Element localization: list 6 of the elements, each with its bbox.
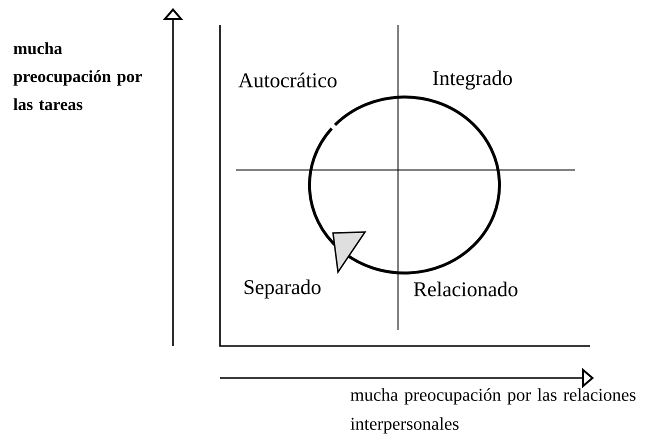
quadrant-label: Separado [244,279,321,299]
quadrant-label: Integrado [432,70,512,90]
quadrant-label: Autocrático [238,72,337,88]
quadrant-label: Relacionado [414,282,518,296]
axis-label: mucha preocupación por las tareas [13,42,142,110]
axis-label: mucha preocupación por las relaciones interpersonales [350,388,636,434]
